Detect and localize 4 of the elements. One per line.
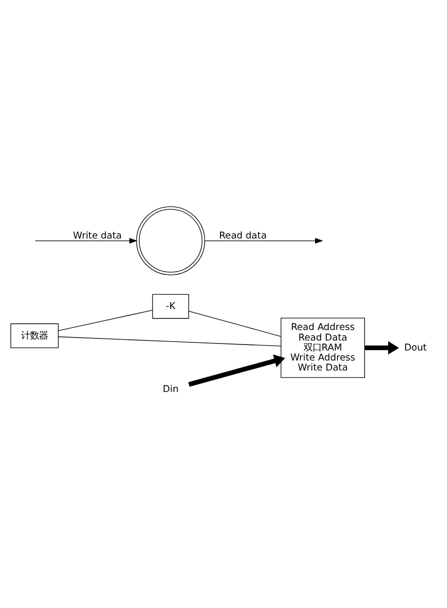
edge-label: Write data bbox=[73, 230, 122, 242]
node-text: Din bbox=[162, 384, 179, 395]
edge-label: Read data bbox=[219, 230, 267, 242]
node-text: Dout bbox=[404, 342, 427, 354]
